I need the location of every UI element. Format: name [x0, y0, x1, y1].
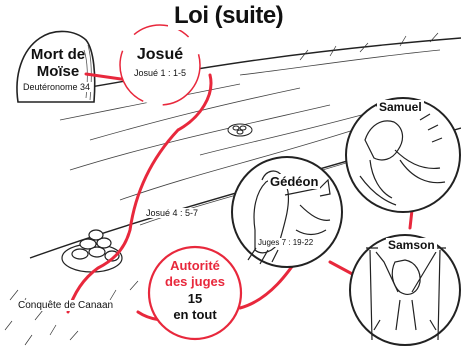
mort-de-moise-line1: Mort de	[30, 46, 86, 63]
gedeon-ref: Juges 7 : 19-22	[256, 238, 315, 247]
josue4-ref: Josué 4 : 5-7	[144, 208, 200, 218]
page-title: Loi (suite)	[168, 2, 289, 30]
river-stones	[228, 124, 252, 136]
mort-de-moise-line2: Moïse	[30, 63, 86, 80]
juges-line1: Autorité	[160, 258, 230, 273]
josue-circle	[120, 25, 200, 105]
gedeon-name: Gédéon	[268, 174, 320, 189]
mort-de-moise-ref: Deutéronome 34	[21, 82, 92, 92]
juges-line4: en tout	[160, 307, 230, 322]
juges-line2: des juges	[160, 274, 230, 289]
josue-ref: Josué 1 : 1-5	[126, 68, 194, 78]
stone-pile	[62, 230, 122, 272]
samson-name: Samson	[386, 238, 437, 252]
samuel-name: Samuel	[377, 100, 424, 114]
josue-name: Josué	[130, 46, 190, 64]
juges-count: 15	[160, 291, 230, 306]
conquete-label: Conquête de Canaan	[16, 300, 115, 311]
samuel-circle	[346, 98, 460, 212]
